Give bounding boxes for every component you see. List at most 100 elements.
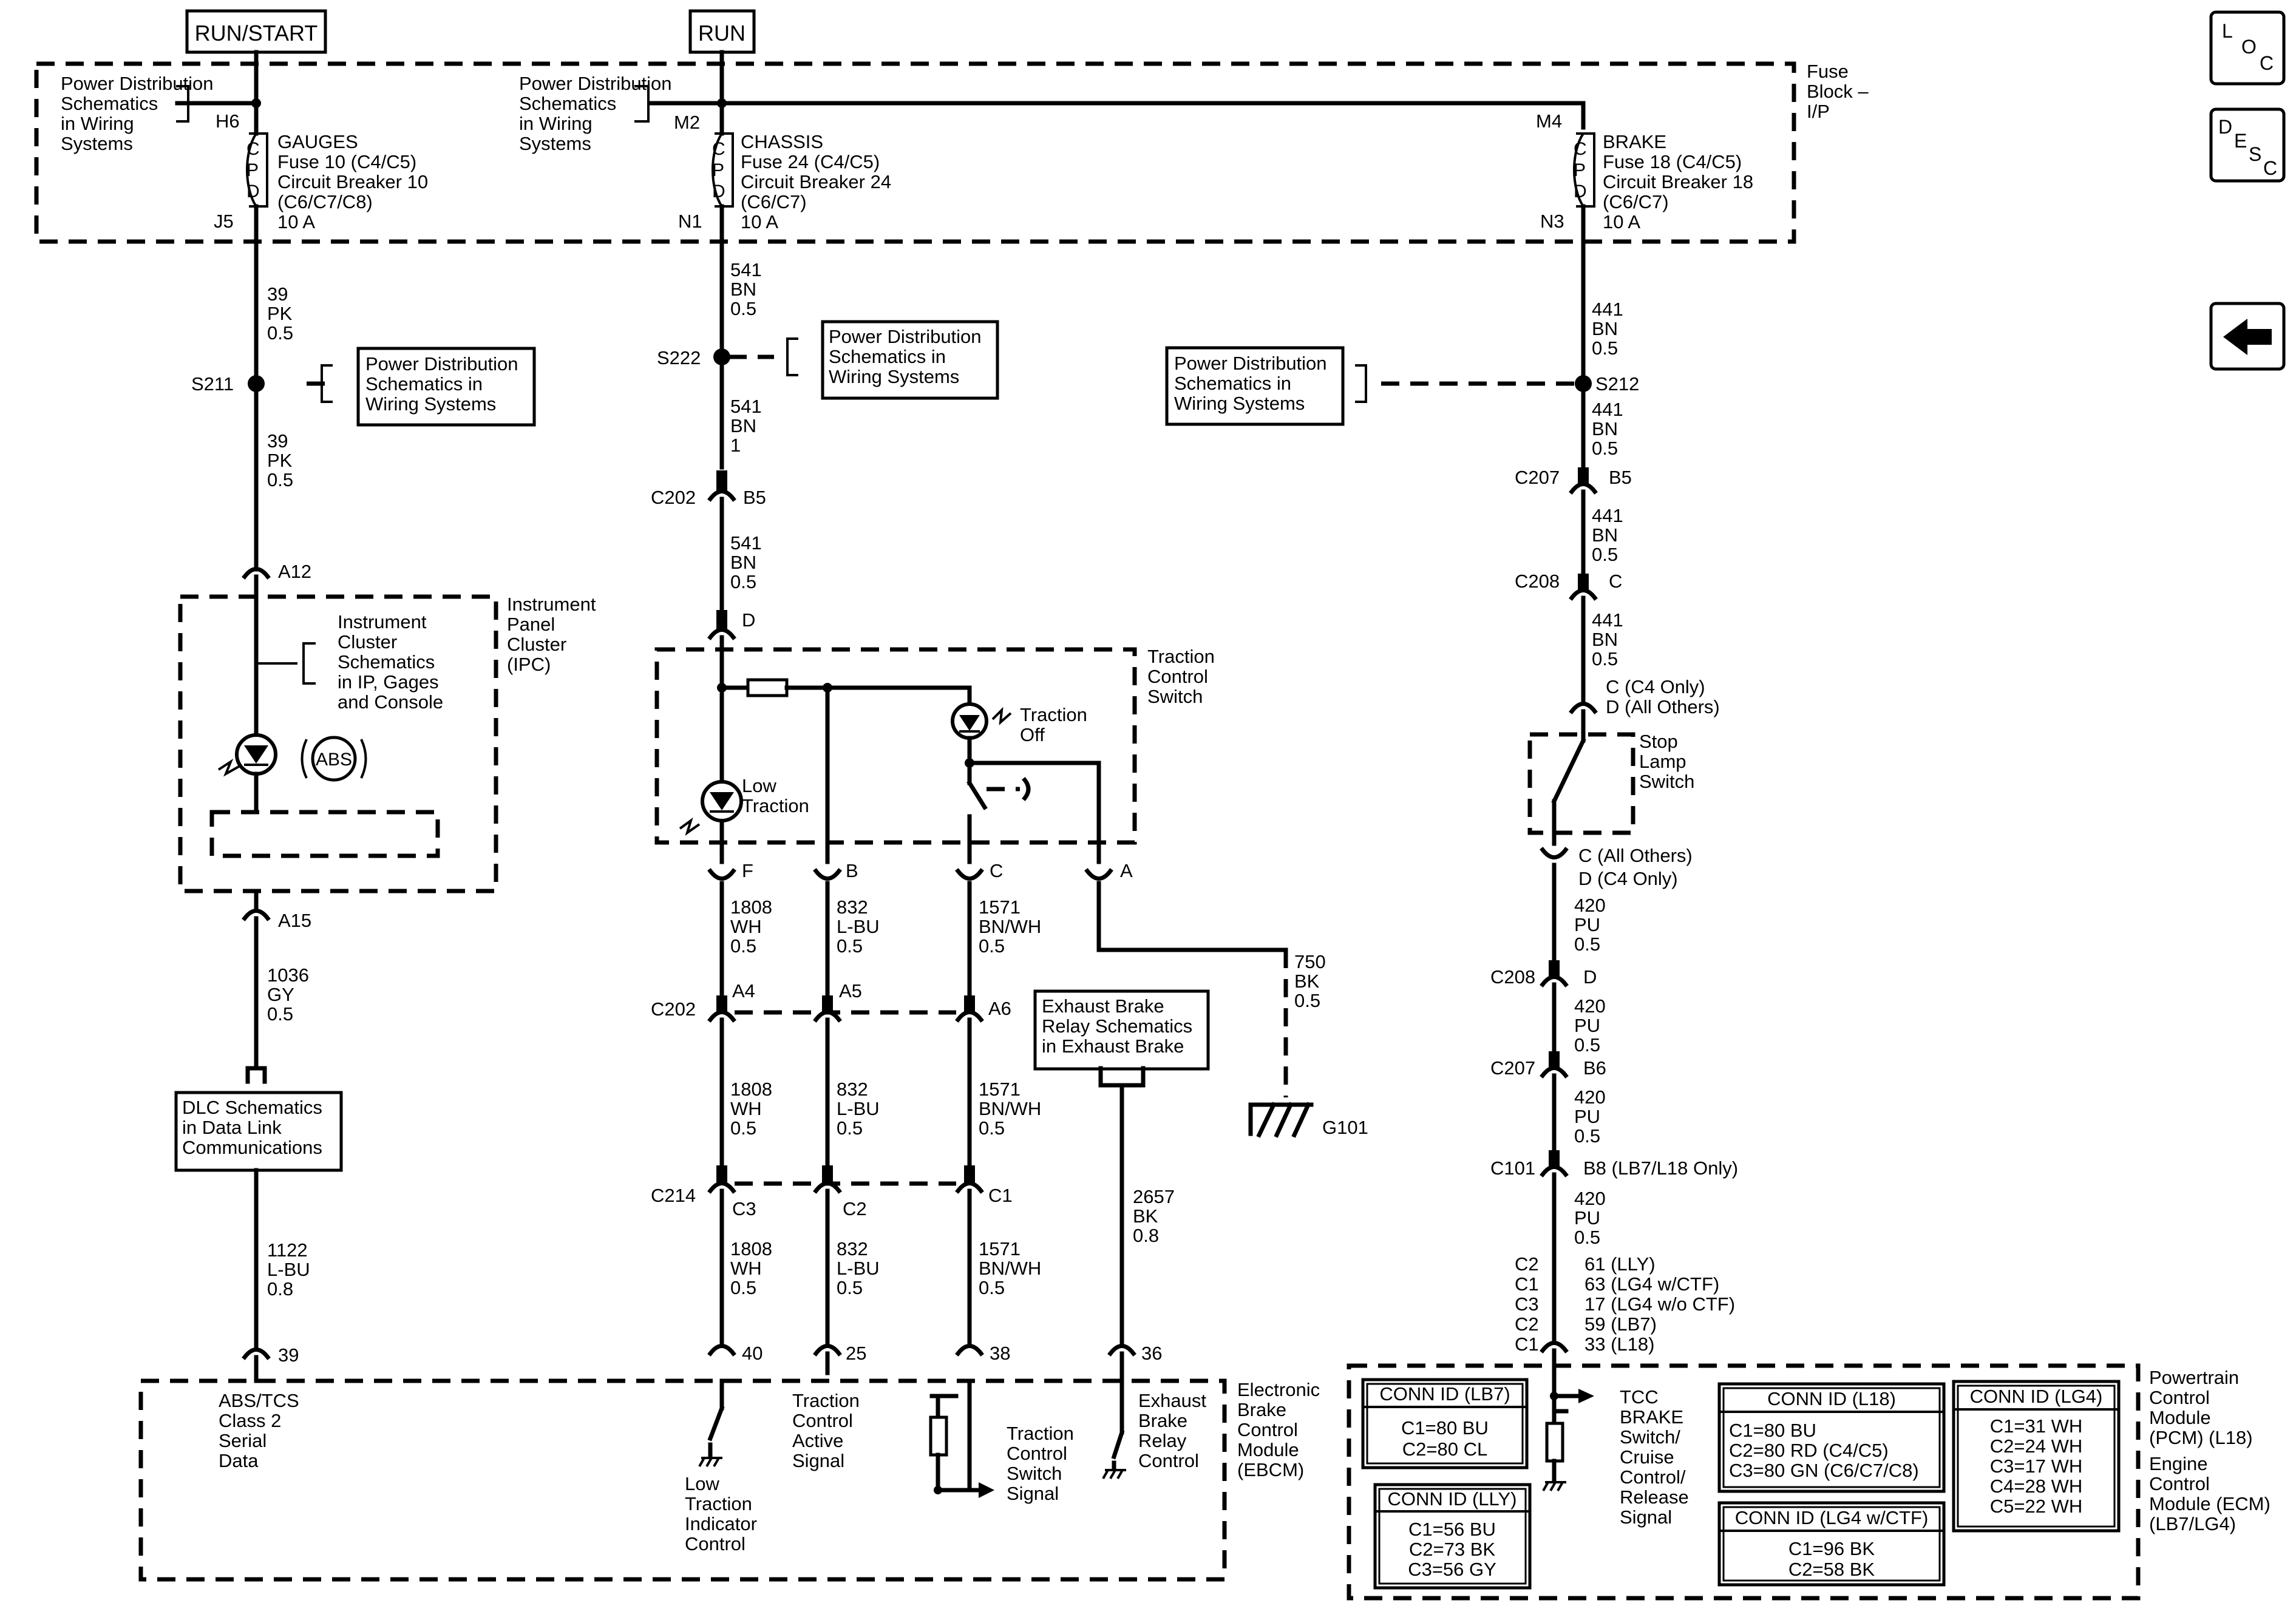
- svg-text:39: 39: [278, 1344, 299, 1366]
- svg-text:Fuse 10 (C4/C5): Fuse 10 (C4/C5): [277, 151, 416, 172]
- svg-text:Low: Low: [742, 775, 776, 796]
- ebcm-outline: [138, 1378, 1227, 1582]
- svg-text:D (C4 Only): D (C4 Only): [1578, 868, 1678, 889]
- svg-text:in Exhaust Brake: in Exhaust Brake: [1042, 1035, 1184, 1057]
- svg-text:RUN: RUN: [698, 21, 746, 46]
- svg-text:H6: H6: [216, 110, 240, 132]
- svg-text:0.5: 0.5: [1574, 934, 1600, 955]
- svg-text:in Wiring: in Wiring: [519, 113, 593, 134]
- svg-text:832: 832: [837, 896, 868, 918]
- svg-text:0.5: 0.5: [1592, 337, 1618, 359]
- svg-text:1571: 1571: [979, 1238, 1021, 1259]
- svg-text:Active: Active: [792, 1430, 843, 1451]
- svg-text:Circuit Breaker 24: Circuit Breaker 24: [741, 171, 891, 192]
- svg-text:Control: Control: [1147, 666, 1208, 687]
- svg-text:C202: C202: [651, 998, 696, 1020]
- tcs-signal-label: Traction Control Switch Signal: [1007, 1423, 1074, 1504]
- ic-schematics-ref: Instrument Cluster Schematics in IP, Gag…: [338, 611, 443, 713]
- svg-text:S211: S211: [191, 373, 234, 395]
- dlc-ref: DLC Schematics in Data Link Communicatio…: [174, 1091, 343, 1172]
- svg-text:0.5: 0.5: [979, 1117, 1005, 1139]
- svg-text:Control: Control: [2149, 1473, 2210, 1494]
- splice-s222: [713, 348, 730, 365]
- pd-ref-s222: Power Distribution Schematics in Wiring …: [821, 320, 999, 400]
- svg-text:0.5: 0.5: [837, 1277, 863, 1298]
- svg-text:Brake: Brake: [1138, 1410, 1187, 1431]
- svg-text:1571: 1571: [979, 896, 1021, 918]
- wire-832-b: 832 L-BU 0.5: [837, 1079, 880, 1139]
- svg-text:0.5: 0.5: [837, 935, 863, 957]
- svg-text:441: 441: [1592, 299, 1623, 320]
- svg-text:I/P: I/P: [1807, 101, 1830, 122]
- low-traction-indicator-label: Low Traction Indicator Control: [685, 1473, 757, 1554]
- wire-1808-c: 1808 WH 0.5: [730, 1238, 772, 1298]
- svg-text:BN: BN: [730, 415, 756, 436]
- svg-text:Class 2: Class 2: [219, 1410, 281, 1431]
- svg-text:Power Distribution: Power Distribution: [61, 73, 214, 94]
- wire-420-c: 420 PU 0.5: [1574, 1086, 1606, 1147]
- svg-text:541: 541: [730, 259, 762, 280]
- svg-text:Traction: Traction: [792, 1390, 860, 1411]
- svg-text:BN/WH: BN/WH: [979, 916, 1041, 937]
- svg-text:25: 25: [846, 1343, 866, 1364]
- svg-text:E: E: [2234, 130, 2247, 152]
- svg-text:Circuit Breaker 18: Circuit Breaker 18: [1603, 171, 1753, 192]
- svg-text:Traction: Traction: [1147, 646, 1215, 667]
- svg-text:WH: WH: [730, 1258, 762, 1279]
- desc-button[interactable]: D E S C: [2209, 107, 2286, 183]
- svg-text:39: 39: [267, 283, 288, 305]
- loc-button[interactable]: L O C: [2209, 10, 2286, 86]
- svg-text:C214: C214: [651, 1185, 696, 1206]
- svg-text:(C6/C7): (C6/C7): [741, 191, 807, 212]
- svg-text:ABS: ABS: [316, 750, 352, 770]
- exhaust-relay-control-label: Exhaust Brake Relay Control: [1138, 1390, 1206, 1471]
- svg-text:C1: C1: [1515, 1334, 1539, 1355]
- conn-id-lly-table: CONN ID (LLY) C1=56 BU C2=73 BK C3=56 GY: [1373, 1483, 1532, 1590]
- tcc-brake-signal-label: TCC BRAKE Switch/ Cruise Control/ Releas…: [1620, 1386, 1689, 1528]
- svg-text:Fuse: Fuse: [1807, 61, 1849, 82]
- svg-text:0.8: 0.8: [1133, 1225, 1159, 1246]
- svg-text:D: D: [742, 609, 755, 631]
- pd-ref-s212: Power Distribution Schematics in Wiring …: [1165, 346, 1345, 426]
- svg-text:D: D: [246, 181, 260, 202]
- svg-text:C2=80 RD (C4/C5): C2=80 RD (C4/C5): [1729, 1440, 1889, 1461]
- svg-text:in IP, Gages: in IP, Gages: [338, 671, 439, 693]
- svg-text:36: 36: [1141, 1343, 1162, 1364]
- svg-text:CONN ID (LLY): CONN ID (LLY): [1387, 1488, 1517, 1510]
- svg-text:L-BU: L-BU: [837, 916, 880, 937]
- svg-text:M2: M2: [674, 112, 700, 133]
- svg-text:BN/WH: BN/WH: [979, 1258, 1041, 1279]
- svg-text:Traction: Traction: [1020, 704, 1087, 725]
- svg-text:Release: Release: [1620, 1486, 1689, 1508]
- svg-text:Relay: Relay: [1138, 1430, 1187, 1451]
- svg-text:C: C: [2263, 157, 2277, 179]
- svg-text:Power Distribution: Power Distribution: [519, 73, 672, 94]
- svg-text:(C6/C7/C8): (C6/C7/C8): [277, 191, 373, 212]
- back-button[interactable]: [2209, 302, 2286, 371]
- svg-text:420: 420: [1574, 895, 1606, 916]
- wire-1122: 1122 L-BU 0.8: [267, 1239, 310, 1300]
- svg-text:Control: Control: [685, 1533, 746, 1554]
- svg-text:C (C4 Only): C (C4 Only): [1606, 676, 1705, 697]
- fuse-block-label: Fuse Block – I/P: [1807, 61, 1869, 122]
- wire-441-a: 441 BN 0.5: [1592, 299, 1623, 359]
- svg-text:750: 750: [1294, 951, 1326, 972]
- svg-text:441: 441: [1592, 609, 1623, 631]
- pcm-ecm-outline: [1347, 1363, 2141, 1601]
- fuse-block-outline: [34, 61, 1796, 244]
- svg-text:BN: BN: [1592, 629, 1618, 650]
- svg-text:N1: N1: [678, 211, 702, 232]
- pcm-pin-table: C2 61 (LLY) C1 63 (LG4 w/CTF) C3 17 (LG4…: [1515, 1253, 1735, 1355]
- svg-text:Traction: Traction: [1007, 1423, 1074, 1444]
- svg-text:Power Distribution: Power Distribution: [829, 326, 982, 347]
- svg-text:Power Distribution: Power Distribution: [365, 353, 518, 374]
- wire-832-a: 832 L-BU 0.5: [837, 896, 880, 957]
- svg-text:DLC Schematics: DLC Schematics: [182, 1097, 322, 1118]
- svg-text:PU: PU: [1574, 1207, 1600, 1229]
- wire-420-d: 420 PU 0.5: [1574, 1188, 1606, 1248]
- svg-text:Instrument: Instrument: [507, 594, 596, 615]
- svg-text:C5=22 WH: C5=22 WH: [1990, 1496, 2082, 1517]
- svg-text:C2=24 WH: C2=24 WH: [1990, 1435, 2082, 1457]
- svg-text:541: 541: [730, 396, 762, 417]
- svg-text:Wiring Systems: Wiring Systems: [365, 393, 496, 415]
